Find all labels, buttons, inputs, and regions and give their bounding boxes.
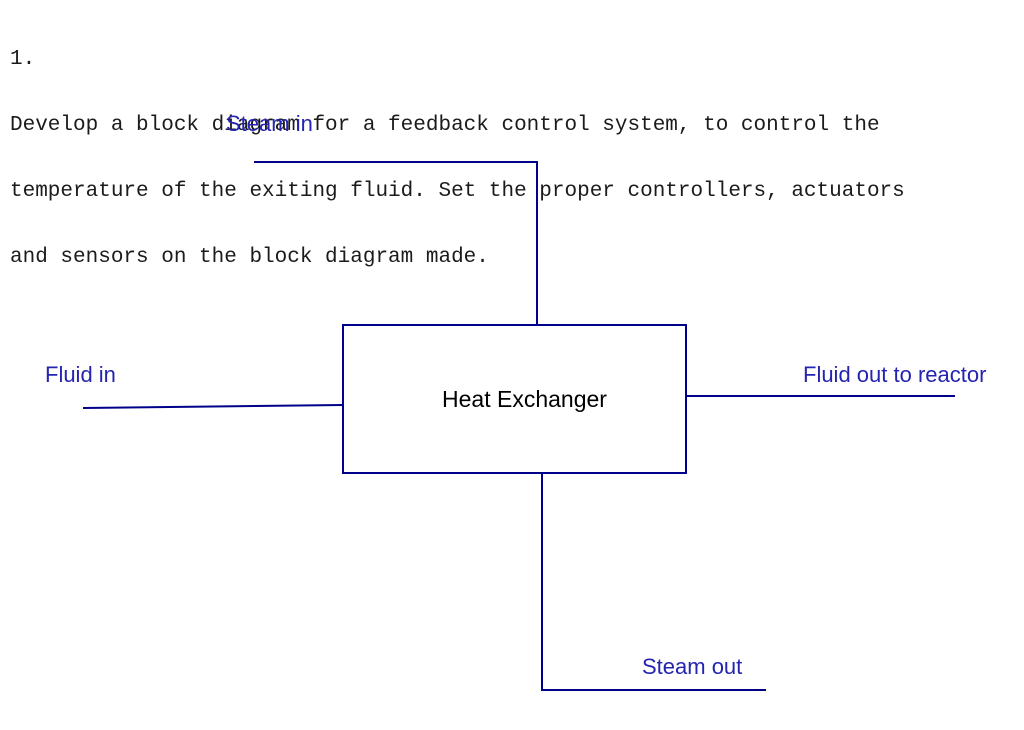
heat-exchanger-label: Heat Exchanger: [442, 385, 607, 412]
fluid-out-label: Fluid out to reactor: [803, 362, 987, 387]
fluid-in-label: Fluid in: [45, 362, 116, 387]
problem-line-1: Develop a block diagram for a feedback c…: [10, 114, 880, 137]
fluid-in-line: [82, 404, 344, 409]
steam-in-line: [254, 161, 538, 325]
steam-out-label: Steam out: [642, 654, 743, 679]
heat-exchanger-block: Heat Exchanger: [342, 324, 687, 474]
steam-in-label: Steam in: [226, 111, 313, 136]
problem-number: 1.: [10, 48, 36, 71]
